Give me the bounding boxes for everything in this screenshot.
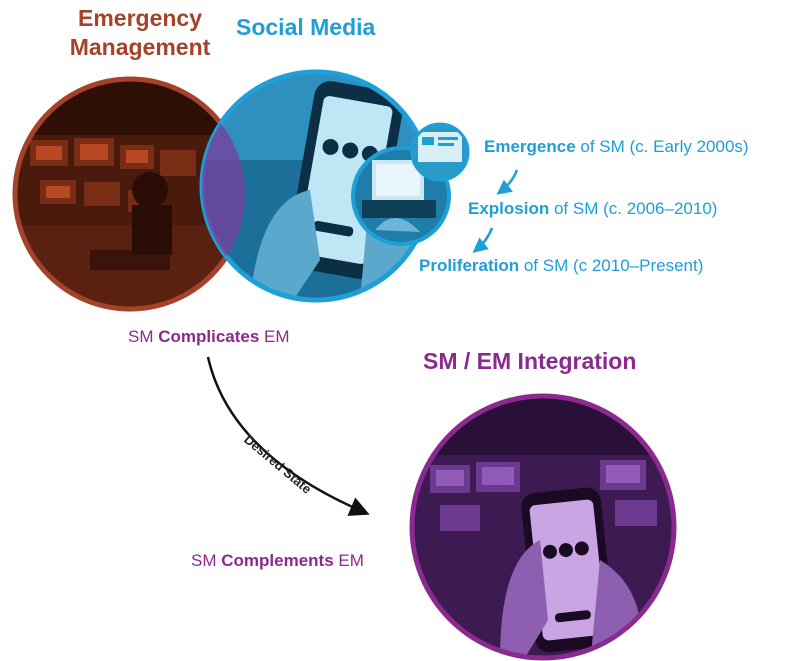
stage-arrow-1 xyxy=(496,169,519,195)
desired-state-arrow xyxy=(206,356,370,516)
stage-emergence: Emergence of SM (c. Early 2000s) xyxy=(484,137,749,156)
stage-explosion: Explosion of SM (c. 2006–2010) xyxy=(468,199,718,218)
stage-proliferation: Proliferation of SM (c 2010–Present) xyxy=(419,256,704,275)
early-web-photo-circle xyxy=(410,122,470,182)
sm-complicates-em: SM Complicates EM xyxy=(128,327,290,346)
sm-complements-em: SM Complements EM xyxy=(191,551,364,570)
social-media-title: Social Media xyxy=(236,14,376,40)
integration-photo-circle xyxy=(409,393,677,661)
emergency-management-title: Emergency Management xyxy=(69,5,211,60)
stage-arrow-2 xyxy=(472,227,494,253)
integration-title: SM / EM Integration xyxy=(423,348,637,374)
